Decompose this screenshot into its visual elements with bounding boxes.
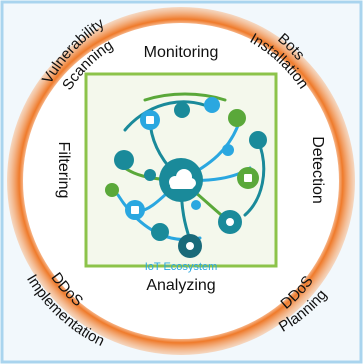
iot-ecosystem-graphic (105, 92, 267, 258)
iot-ecosystem-caption: IoT Ecosystem (145, 261, 218, 273)
label-analyzing: Analyzing (146, 277, 215, 294)
label-filtering: Filtering (55, 142, 72, 199)
label-detection: Detection (309, 136, 326, 204)
cloud-icon (169, 169, 196, 189)
label-monitoring: Monitoring (144, 44, 219, 61)
